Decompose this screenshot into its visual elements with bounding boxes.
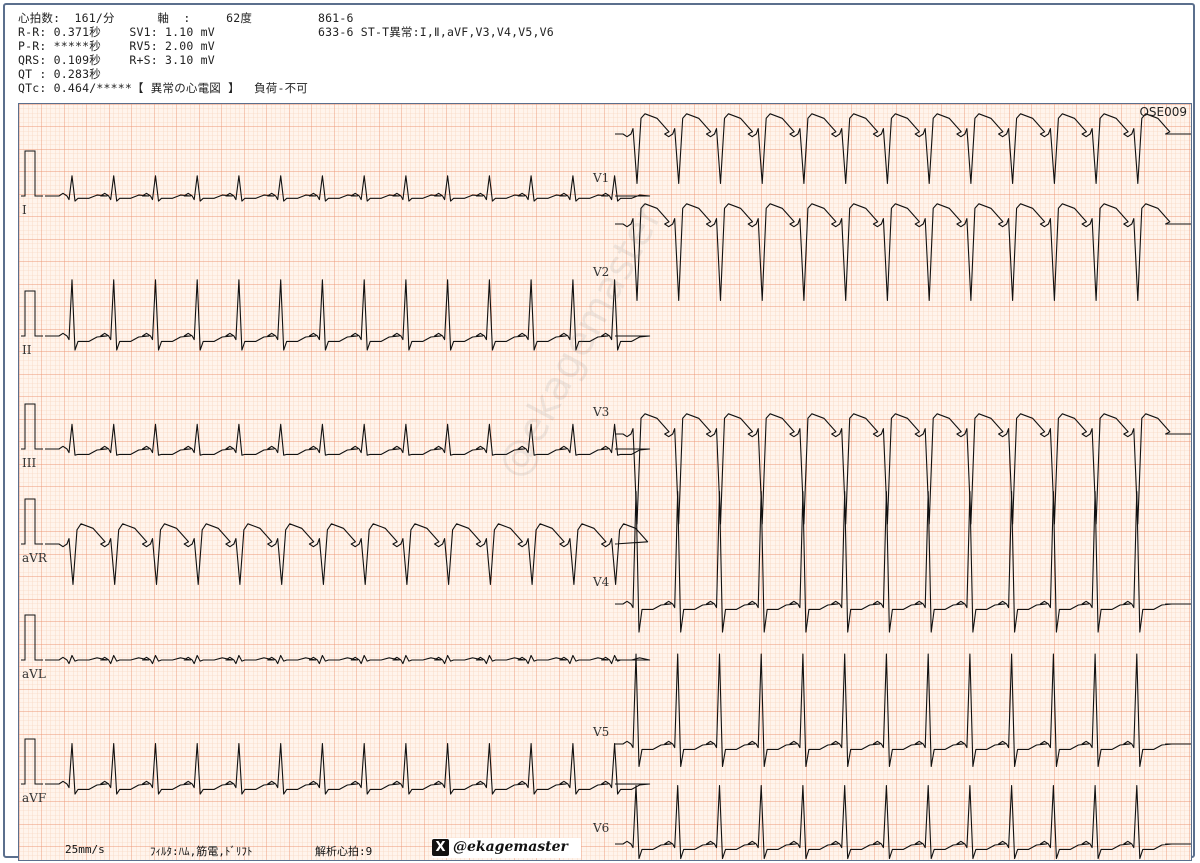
ecg-trace-V3 — [615, 413, 1191, 525]
diagnosis-code-2: 633-6 ST-T異常:I,Ⅱ,aVF,V3,V4,V5,V6 — [318, 25, 554, 39]
ecg-trace-I — [45, 175, 651, 202]
lead-label-aVR: aVR — [22, 551, 48, 565]
lead-label-aVF: aVF — [22, 791, 46, 805]
lead-label-V5: V5 — [592, 725, 609, 739]
ecg-trace-aVR — [45, 523, 649, 586]
ecg-trace-V1 — [615, 113, 1191, 185]
x-logo-icon: X — [432, 839, 449, 856]
header-line-pr: P-R: *****秒 RV5: 2.00 mV — [18, 39, 215, 53]
lead-label-V4: V4 — [592, 575, 610, 589]
ecg-trace-aVL — [45, 654, 651, 665]
lead-label-III: III — [22, 456, 36, 470]
header-line-qt: QT : 0.283秒 — [18, 67, 101, 81]
author-badge: X @ekagemaster — [432, 838, 581, 858]
header-line-qrs: QRS: 0.109秒 R+S: 3.10 mV — [18, 53, 215, 67]
lead-label-V2: V2 — [592, 265, 609, 279]
ecg-trace-V4 — [615, 490, 1191, 633]
lead-label-I: I — [22, 203, 27, 217]
calibration-pulse — [21, 498, 43, 545]
header-line-heart-rate: 心拍数: 161/分 軸 : 62度 — [18, 11, 253, 25]
ecg-trace-II — [45, 279, 651, 351]
analyzed-beats: 解析心拍:9 — [315, 845, 373, 858]
report-frame: 心拍数: 161/分 軸 : 62度 R-R: 0.371秒 SV1: 1.10… — [3, 3, 1195, 861]
calibration-pulse — [21, 403, 43, 450]
diagnosis-code-1: 861-6 — [318, 11, 354, 25]
record-id-tag: OSE009 — [1139, 105, 1187, 119]
ecg-trace-III — [45, 423, 651, 456]
lead-label-V3: V3 — [592, 405, 609, 419]
ecg-trace-V6 — [615, 784, 1191, 860]
report-header: 心拍数: 161/分 軸 : 62度 R-R: 0.371秒 SV1: 1.10… — [18, 11, 1188, 103]
lead-label-II: II — [22, 343, 32, 357]
ecg-trace-aVF — [45, 742, 651, 795]
ecg-trace-V2 — [615, 203, 1191, 302]
ecg-trace-V5 — [615, 653, 1191, 768]
author-handle: @ekagemaster — [453, 839, 568, 855]
lead-label-V6: V6 — [592, 821, 609, 835]
lead-label-aVL: aVL — [22, 667, 46, 681]
calibration-pulse — [21, 614, 43, 661]
filter-settings: ﾌｨﾙﾀ:ﾊﾑ,筋電,ﾄﾞﾘﾌﾄ — [150, 845, 253, 858]
lead-label-V1: V1 — [592, 171, 609, 185]
paper-speed: 25mm/s — [65, 843, 105, 856]
header-line-qtc: QTc: 0.464/*****【 異常の心電図 】 負荷-不可 — [18, 81, 308, 95]
header-line-rr: R-R: 0.371秒 SV1: 1.10 mV — [18, 25, 215, 39]
calibration-pulse — [21, 738, 43, 785]
calibration-pulse — [21, 290, 43, 337]
calibration-pulse — [21, 150, 43, 197]
report-footer: 25mm/s ﾌｨﾙﾀ:ﾊﾑ,筋電,ﾄﾞﾘﾌﾄ 解析心拍:9 X @ekagem… — [65, 837, 625, 861]
